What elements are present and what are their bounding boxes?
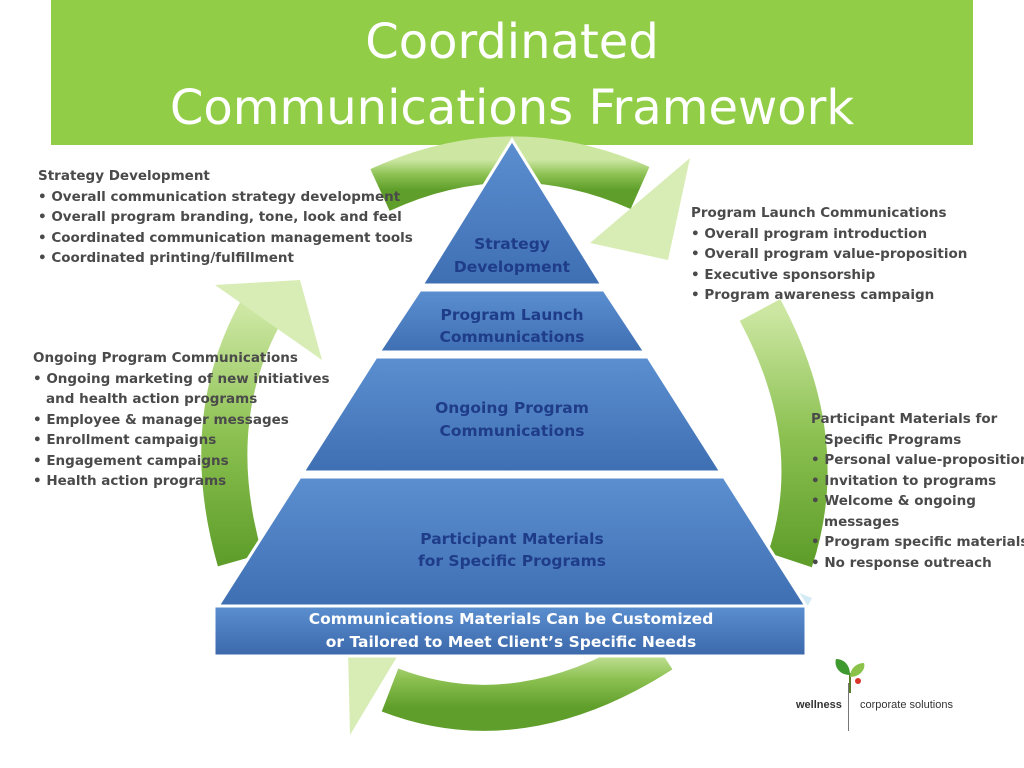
note-participant-heading: Participant Materials for: [811, 411, 998, 427]
note-ongoing-bullet: • Enrollment campaigns: [33, 432, 217, 448]
note-launch-bullet: • Overall program introduction: [691, 225, 928, 242]
sprout-icon: [835, 659, 865, 693]
cycle-arrowhead-top: [590, 158, 690, 260]
title-band: Coordinated Communications Framework: [51, 0, 973, 145]
cycle-arc-bottom: [381, 630, 673, 731]
note-strategy-heading: Strategy Development: [38, 168, 210, 184]
tier-strategy-line2: Development: [453, 258, 571, 276]
note-participant-bullet: • Program specific materials: [811, 534, 1024, 550]
note-participant-bullet: • Welcome & ongoing: [811, 493, 976, 509]
tier-participant-line2: for Specific Programs: [417, 552, 606, 570]
note-participant-bullet-continued: messages: [824, 513, 900, 530]
tier-label-participant: Participant Materials for Specific Progr…: [372, 528, 652, 572]
note-strategy-bullet: • Overall program branding, tone, look a…: [38, 209, 402, 225]
pyramid: [212, 137, 809, 658]
note-strategy-development: Strategy Development • Overall communica…: [38, 166, 413, 269]
note-strategy-bullet: • Coordinated communication management t…: [38, 229, 413, 246]
cycle-ring: [201, 136, 828, 731]
note-launch-bullet: • Executive sponsorship: [691, 266, 876, 283]
note-launch-bullet: • Program awareness campaign: [691, 287, 935, 303]
note-ongoing-bullet: • Health action programs: [33, 473, 227, 489]
tier-ongoing-line2: Communications: [439, 422, 585, 440]
note-ongoing-bullet: • Ongoing marketing of new initiatives: [33, 370, 330, 387]
cycle-arc-right: [739, 299, 828, 568]
note-participant-bullet: • Invitation to programs: [811, 472, 997, 489]
tier-strategy-line1: Strategy: [474, 235, 550, 253]
title-line-2: Communications Framework: [169, 80, 855, 136]
note-ongoing-heading: Ongoing Program Communications: [33, 350, 298, 366]
cycle-arc-left: [201, 298, 283, 567]
note-participant-materials: Participant Materials for Specific Progr…: [811, 409, 1024, 573]
banner-text: Communications Materials Can be Customiz…: [216, 608, 806, 654]
note-ongoing-bullet: • Engagement campaigns: [33, 452, 229, 469]
note-ongoing-bullet: • Employee & manager messages: [33, 411, 289, 428]
logo-word-wellness: wellness: [796, 699, 842, 711]
note-ongoing-program: Ongoing Program Communications • Ongoing…: [33, 348, 330, 492]
tier-participant-line1: Participant Materials: [420, 530, 604, 548]
pyramid-tier-ongoing: [300, 355, 724, 474]
banner-line1: Communications Materials Can be Customiz…: [308, 610, 714, 628]
cycle-arrowhead-bottom: [348, 635, 410, 735]
title-line-1: Coordinated: [365, 14, 659, 70]
banner-line2: or Tailored to Meet Client’s Specific Ne…: [325, 633, 697, 651]
tier-label-launch: Program Launch Communications: [412, 304, 612, 348]
logo-word-corporate-solutions: corporate solutions: [860, 699, 953, 711]
tier-launch-line2: Communications: [439, 328, 585, 346]
tier-label-strategy: Strategy Development: [432, 233, 592, 279]
tier-ongoing-line1: Ongoing Program: [435, 399, 589, 417]
note-participant-bullet: • No response outreach: [811, 554, 992, 571]
company-logo: wellness corporate solutions: [790, 655, 980, 735]
note-participant-heading-continued: Specific Programs: [824, 431, 962, 448]
pyramid-tier-strategy: [419, 137, 605, 287]
note-strategy-bullet: • Overall communication strategy develop…: [38, 188, 401, 205]
note-launch-heading: Program Launch Communications: [691, 205, 947, 221]
pyramid-tier-launch: [376, 288, 648, 354]
note-ongoing-bullet-continued: and health action programs: [46, 391, 258, 407]
note-program-launch: Program Launch Communications • Overall …: [691, 203, 967, 306]
pyramid-banner: [212, 604, 808, 658]
note-strategy-bullet: • Coordinated printing/fulfillment: [38, 250, 294, 266]
note-participant-bullet: • Personal value-proposition: [811, 452, 1024, 468]
cycle-arrowhead-left: [215, 280, 322, 360]
logo-divider: [848, 683, 849, 731]
tier-label-ongoing: Ongoing Program Communications: [392, 397, 632, 443]
note-launch-bullet: • Overall program value-proposition: [691, 246, 968, 262]
tier-launch-line1: Program Launch: [440, 306, 584, 324]
